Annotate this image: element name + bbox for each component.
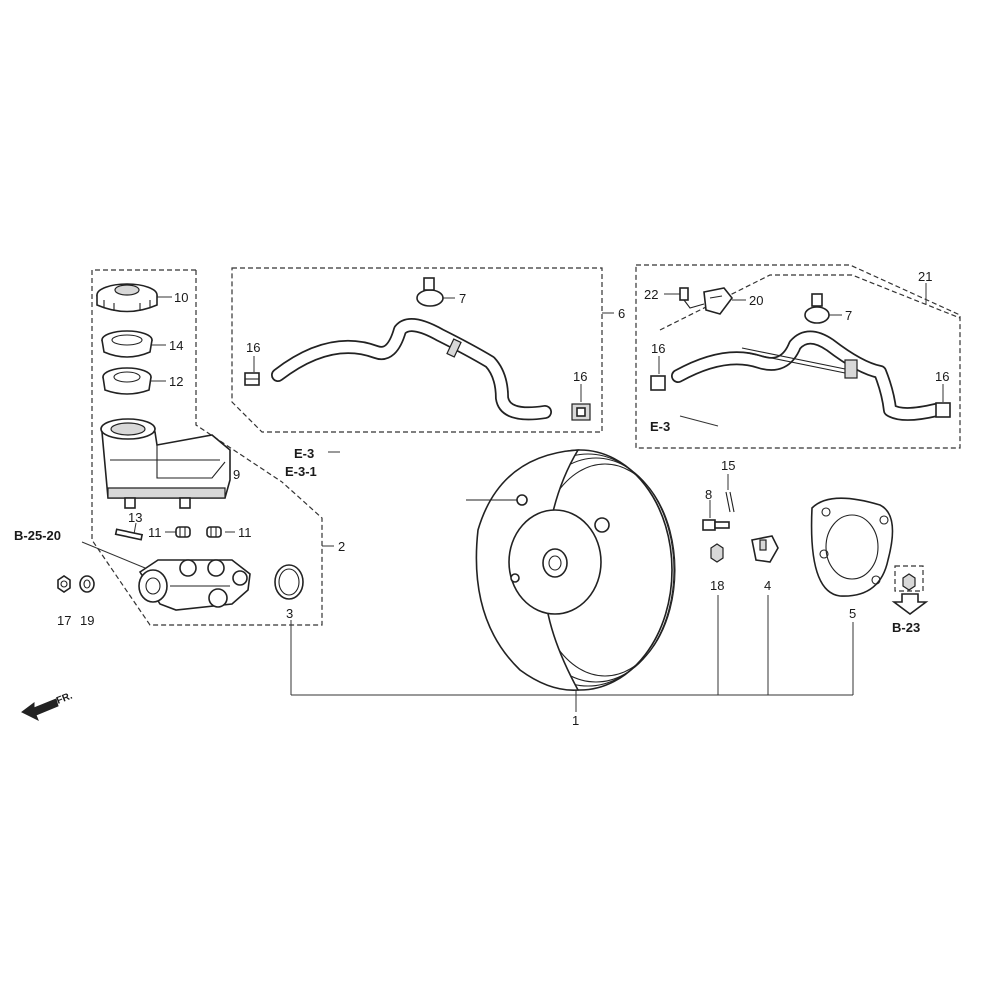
pin-15-part bbox=[725, 491, 735, 513]
ref-b-25-20: B-25-20 bbox=[14, 528, 61, 543]
gasket-5-part bbox=[810, 497, 894, 597]
front-marker-label: FR. bbox=[55, 690, 74, 706]
ref-e3-1: E-3-1 bbox=[285, 464, 317, 479]
ref-b-23: B-23 bbox=[892, 620, 920, 635]
bolt-22-part bbox=[679, 287, 705, 309]
brake-fluid-reservoir-part bbox=[100, 418, 231, 509]
label-8: 8 bbox=[705, 487, 712, 502]
hose-clip-16a-part bbox=[244, 372, 260, 386]
reservoir-pin-part bbox=[114, 528, 144, 541]
ref-e3-left: E-3 bbox=[294, 446, 314, 461]
label-17: 17 bbox=[57, 613, 71, 628]
label-16a: 16 bbox=[246, 340, 260, 355]
reservoir-seal-part bbox=[102, 367, 152, 395]
label-4: 4 bbox=[764, 578, 771, 593]
hose-clamp-7a-part bbox=[416, 277, 444, 307]
nut-17-part bbox=[57, 575, 71, 593]
frame-hose-group-21 bbox=[635, 264, 961, 449]
label-2: 2 bbox=[338, 539, 345, 554]
label-9: 9 bbox=[233, 467, 240, 482]
label-14: 14 bbox=[169, 338, 183, 353]
label-10: 10 bbox=[174, 290, 188, 305]
vacuum-sensor-20-part bbox=[703, 287, 734, 315]
hose-clip-16d-part bbox=[935, 402, 951, 418]
leader-e3b bbox=[679, 415, 719, 427]
nut-18-part bbox=[710, 543, 724, 563]
reservoir-filter-part bbox=[101, 330, 153, 358]
label-22: 22 bbox=[644, 287, 658, 302]
frame-master-cylinder-group bbox=[91, 269, 323, 626]
reservoir-grommet-b-part bbox=[206, 526, 222, 538]
hose-clip-16c-part bbox=[650, 375, 666, 391]
b23-nut-box bbox=[894, 565, 924, 592]
label-7b: 7 bbox=[845, 308, 852, 323]
o-ring-3-part bbox=[274, 564, 304, 600]
down-arrow-icon bbox=[891, 593, 929, 615]
bolt-8-part bbox=[702, 519, 730, 531]
reservoir-cap-part bbox=[96, 283, 158, 313]
front-arrow-icon bbox=[21, 698, 59, 722]
label-3: 3 bbox=[286, 606, 293, 621]
vacuum-hose-21-part bbox=[671, 330, 943, 421]
hose-clip-16b-part bbox=[571, 403, 591, 421]
reservoir-grommet-a-part bbox=[175, 526, 191, 538]
label-16c: 16 bbox=[651, 341, 665, 356]
frame-master-cylinder-group-top bbox=[195, 270, 283, 483]
washer-19-part bbox=[79, 575, 95, 593]
brake-booster-part bbox=[466, 449, 676, 691]
leader-b2520 bbox=[81, 541, 151, 571]
hose-clamp-7b-part bbox=[804, 293, 830, 324]
label-7a: 7 bbox=[459, 291, 466, 306]
label-19: 19 bbox=[80, 613, 94, 628]
frame-hose-group-6 bbox=[231, 267, 603, 433]
label-20: 20 bbox=[749, 293, 763, 308]
label-16b: 16 bbox=[573, 369, 587, 384]
label-5: 5 bbox=[849, 606, 856, 621]
label-15: 15 bbox=[721, 458, 735, 473]
vacuum-hose-6-part bbox=[271, 318, 552, 421]
label-21: 21 bbox=[918, 269, 932, 284]
label-18: 18 bbox=[710, 578, 724, 593]
label-1: 1 bbox=[572, 713, 579, 728]
leader-13 bbox=[133, 522, 137, 535]
label-11a: 11 bbox=[148, 525, 162, 540]
label-12: 12 bbox=[169, 374, 183, 389]
label-6: 6 bbox=[618, 306, 625, 321]
label-13: 13 bbox=[128, 510, 142, 525]
ref-e3-right: E-3 bbox=[650, 419, 670, 434]
label-11b: 11 bbox=[238, 525, 252, 540]
bracket-4-part bbox=[751, 535, 779, 563]
label-16d: 16 bbox=[935, 369, 949, 384]
master-cylinder-body-part bbox=[138, 559, 251, 611]
frame-hose-group-21-inner bbox=[659, 274, 961, 331]
